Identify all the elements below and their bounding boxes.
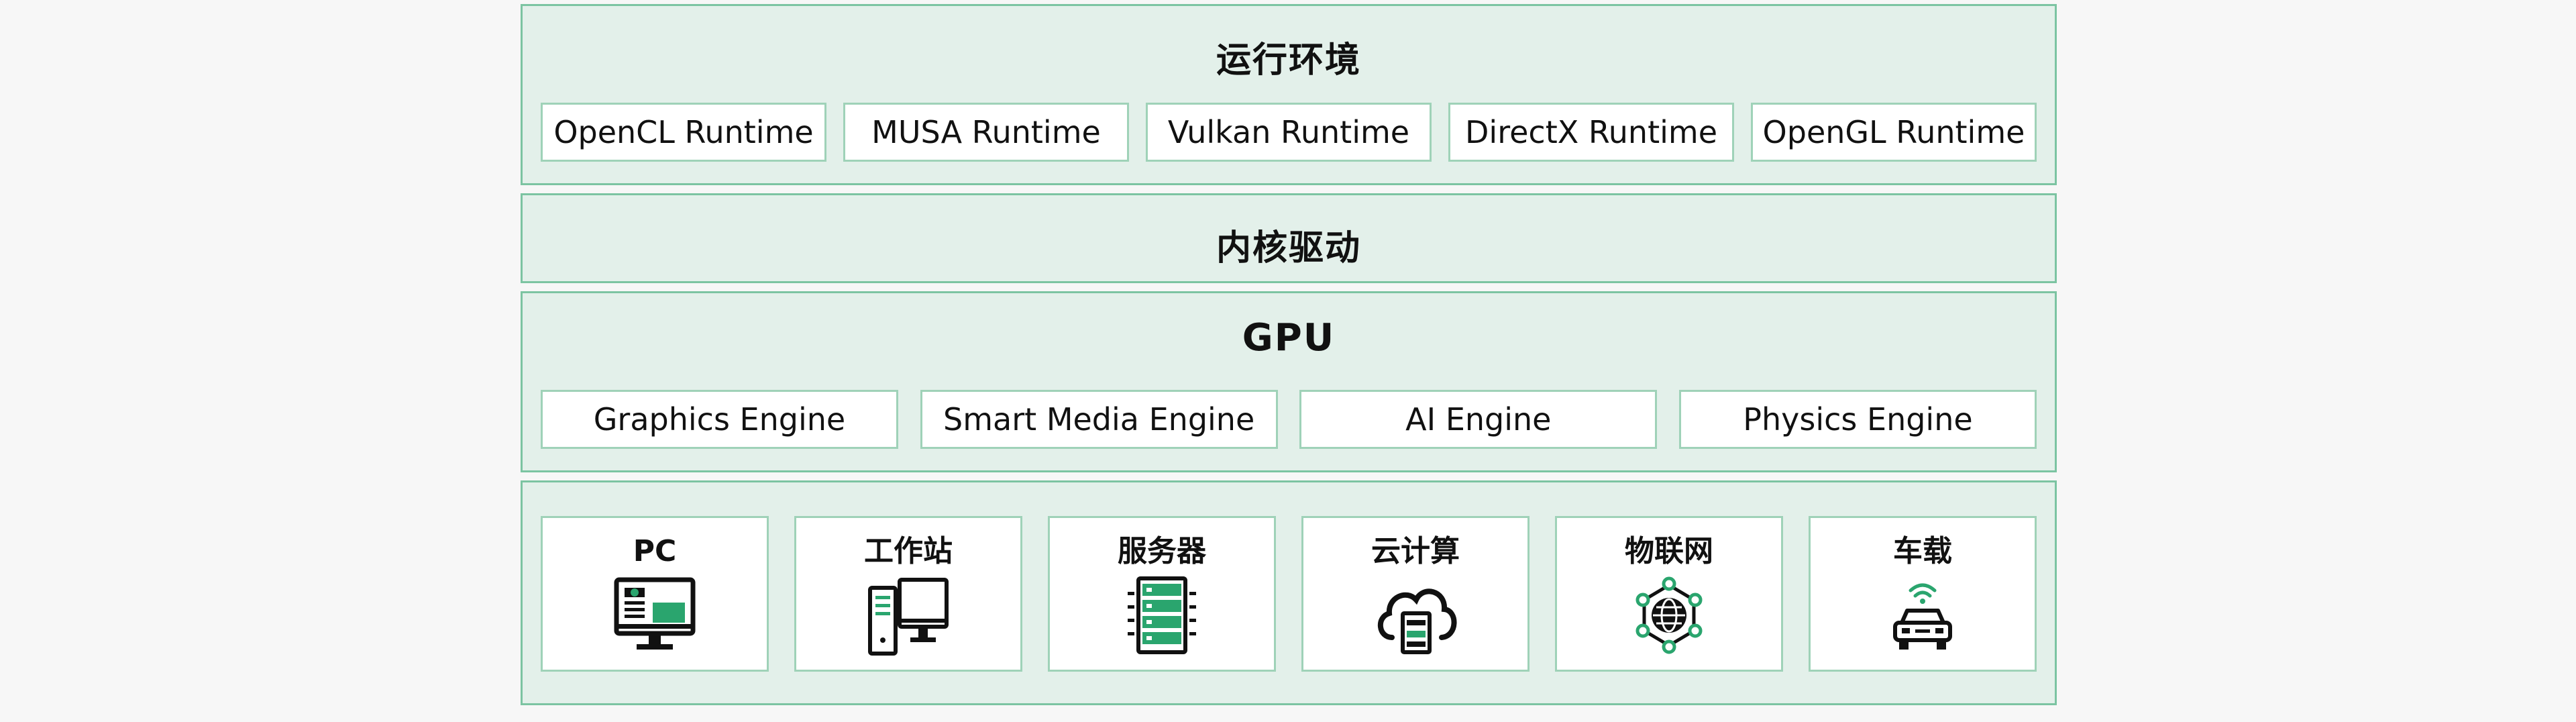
runtime-directx: DirectX Runtime xyxy=(1448,103,1734,162)
runtime-musa: MUSA Runtime xyxy=(843,103,1129,162)
runtime-opengl: OpenGL Runtime xyxy=(1751,103,2037,162)
cloud-icon xyxy=(1377,588,1457,654)
device-label: 车载 xyxy=(1893,534,1952,568)
connected-car-icon xyxy=(1893,583,1952,650)
server-icon xyxy=(1128,576,1196,654)
kernel-driver-title: 内核驱动 xyxy=(1216,228,1361,268)
workstation-icon xyxy=(868,578,949,656)
device-layer: PC 工作站 xyxy=(521,480,2057,705)
monitor-icon xyxy=(614,577,696,650)
physics-engine: Physics Engine xyxy=(1678,390,2037,449)
graphics-engine: Graphics Engine xyxy=(541,390,898,449)
device-workstation: 工作站 xyxy=(794,516,1022,672)
ai-engine: AI Engine xyxy=(1299,390,1658,449)
runtime-layer: 运行环境 OpenCL Runtime MUSA Runtime Vulkan … xyxy=(521,4,2057,185)
runtime-opencl: OpenCL Runtime xyxy=(541,103,826,162)
smart-media-engine: Smart Media Engine xyxy=(920,390,1278,449)
device-label: 工作站 xyxy=(864,534,953,568)
runtime-layer-title: 运行环境 xyxy=(1216,40,1361,81)
gpu-layer: GPU Graphics Engine Smart Media Engine A… xyxy=(521,291,2057,472)
runtime-vulkan: Vulkan Runtime xyxy=(1146,103,1432,162)
device-label: 物联网 xyxy=(1625,534,1713,568)
kernel-driver-layer: 内核驱动 xyxy=(521,193,2057,283)
device-label: 云计算 xyxy=(1371,534,1460,568)
gpu-layer-title: GPU xyxy=(1242,316,1336,360)
device-pc: PC xyxy=(541,516,769,672)
device-cloud: 云计算 xyxy=(1301,516,1529,672)
device-iot: 物联网 xyxy=(1555,516,1783,672)
iot-globe-icon xyxy=(1635,576,1703,654)
device-vehicle: 车载 xyxy=(1809,516,2037,672)
device-server: 服务器 xyxy=(1048,516,1276,672)
device-label: 服务器 xyxy=(1118,534,1206,568)
device-label: PC xyxy=(633,534,677,568)
